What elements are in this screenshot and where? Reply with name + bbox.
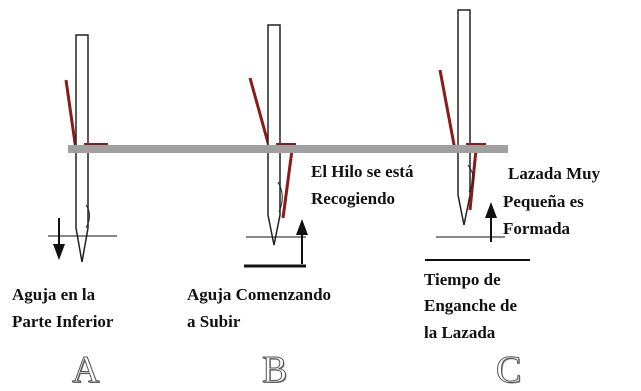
panel-b-caption: B: [261, 349, 288, 391]
panel-b-label-line-2: a Subir: [187, 312, 241, 331]
panel-a-down-arrow: [53, 218, 65, 260]
panel-c-side-label-line-1: Lazada Muy: [508, 164, 601, 183]
panel-c-up-arrow: [485, 202, 497, 242]
panel-a-label-line-1: Aguja en la: [12, 285, 96, 304]
panel-c-side-label-line-2: Pequeña es: [503, 192, 584, 211]
panel-b-thread-upper: [248, 77, 272, 151]
panel-c-needle: [457, 9, 471, 226]
hook-bar: [68, 145, 508, 153]
panel-b-label-line-1: Aguja Comenzando: [187, 285, 332, 304]
panel-c-thread-upper: [438, 69, 457, 151]
panel-c-label-line-3: la Lazada: [424, 323, 496, 342]
panel-b-side-label-line-1: El Hilo se está: [311, 162, 414, 181]
panel-c-label-line-2: Enganche de: [424, 296, 518, 315]
panel-b-needle: [267, 24, 281, 246]
panel-a-label-line-2: Parte Inferior: [12, 312, 114, 331]
panel-b-up-arrow: [296, 219, 308, 264]
panel-c-label-line-1: Tiempo de: [424, 270, 501, 289]
panel-b-thread-lower: [281, 149, 294, 219]
panel-c-thread-loop: [467, 164, 474, 193]
panel-a-thread-loop: [85, 204, 90, 229]
panel-a-caption: A: [71, 349, 100, 391]
panel-c-needle-group: [425, 9, 530, 261]
panel-c-side-label-line-3: Formada: [503, 219, 571, 238]
panel-c-caption: C: [495, 349, 522, 391]
panel-b-side-label-line-2: Recogiendo: [311, 189, 396, 208]
panel-b-thread-loop: [277, 181, 283, 213]
panel-a-thread-upper: [64, 79, 78, 151]
panel-b-needle-group: [244, 24, 308, 268]
